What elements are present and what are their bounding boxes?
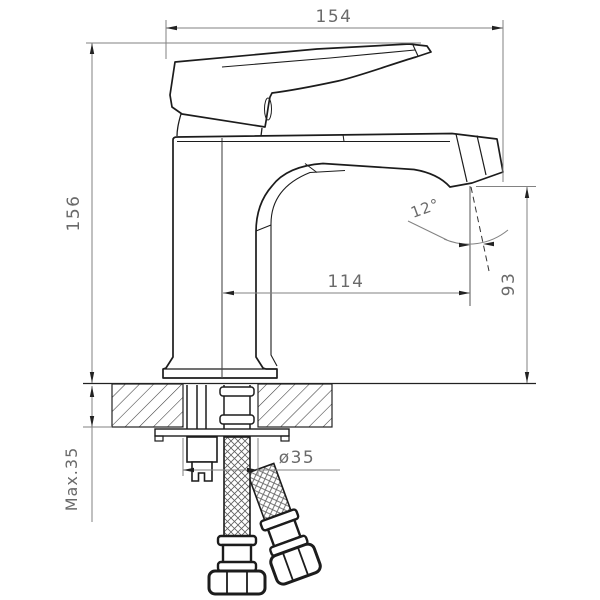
dim-max-deck-thickness-value: Max.35 <box>62 447 81 512</box>
arrowhead <box>89 372 95 383</box>
angle-reference-dashed-line <box>470 186 490 272</box>
arrowhead <box>247 467 258 473</box>
arrowhead <box>89 43 95 54</box>
angle-arc <box>443 229 509 245</box>
body-spout-outline <box>162 132 504 379</box>
dimensions: 154 156 Max.35 93 <box>62 7 536 522</box>
arrowhead <box>89 416 95 427</box>
countertop-deck <box>83 382 536 428</box>
handle-outline <box>169 43 432 128</box>
stud-slotted-end <box>191 461 213 482</box>
arrowhead <box>524 187 530 198</box>
handle-side-detail <box>264 97 272 121</box>
spout-seam <box>255 224 272 232</box>
arrowhead <box>492 25 503 31</box>
dimension-shank-hole-diameter: ø35 <box>182 438 340 476</box>
hose-ring <box>216 534 258 547</box>
arrowhead <box>524 372 530 383</box>
countertop-slab-left <box>111 383 184 428</box>
spout-seam <box>304 163 318 173</box>
dim-shank-hole-diameter-value: ø35 <box>279 448 316 468</box>
dim-spout-reach-value: 114 <box>328 272 365 292</box>
spout-seam <box>342 134 345 142</box>
arrowhead <box>183 467 194 473</box>
countertop-slab-right <box>257 383 333 428</box>
dim-overall-height-value: 156 <box>64 195 84 232</box>
handle-tip-edge <box>412 44 419 57</box>
shank-ring <box>219 386 255 397</box>
stud-block <box>186 436 218 463</box>
arrowhead <box>459 290 470 296</box>
handle-neck <box>176 113 182 137</box>
arrowhead <box>166 25 177 31</box>
dimension-max-deck-thickness: Max.35 <box>62 386 112 522</box>
dim-spout-outlet-height-value: 93 <box>499 272 519 297</box>
spout-tip-edge <box>476 135 487 176</box>
dim-overall-width-value: 154 <box>316 7 353 27</box>
spout-tip-edge <box>455 133 468 183</box>
flex-hose-angled <box>246 462 322 586</box>
dimension-overall-height: 156 <box>64 42 421 383</box>
arrowhead <box>89 386 95 397</box>
leader-line <box>407 220 448 241</box>
clamping-plate-tab <box>154 435 164 442</box>
arrowhead <box>483 241 494 247</box>
hose-braid <box>223 436 251 538</box>
arrowhead <box>459 242 470 248</box>
hose-tube <box>221 543 253 565</box>
shank-ring <box>219 414 255 425</box>
dim-spout-angle-value: 12° <box>408 195 442 222</box>
dimension-spout-angle: 12° <box>407 186 509 272</box>
arrowhead <box>223 290 234 296</box>
hose-hex-nut <box>207 569 267 596</box>
clamping-plate-tab <box>280 435 290 442</box>
hex-nut-facet <box>282 552 294 582</box>
body-inner-edge <box>270 224 278 367</box>
handle-neck <box>260 127 263 137</box>
dimension-overall-width: 154 <box>165 7 504 182</box>
hex-nut-facet <box>297 546 310 576</box>
dimension-spout-reach: 114 <box>223 186 471 306</box>
faucet-handle <box>169 43 432 137</box>
flex-hose-straight <box>207 436 267 596</box>
handle-top-edge <box>221 49 416 68</box>
mounting-hardware <box>154 385 290 482</box>
faucet-body <box>162 132 504 379</box>
spout-underside-chamfer <box>270 169 346 225</box>
clamping-plate <box>154 428 290 437</box>
dimension-spout-outlet-height: 93 <box>476 186 536 383</box>
